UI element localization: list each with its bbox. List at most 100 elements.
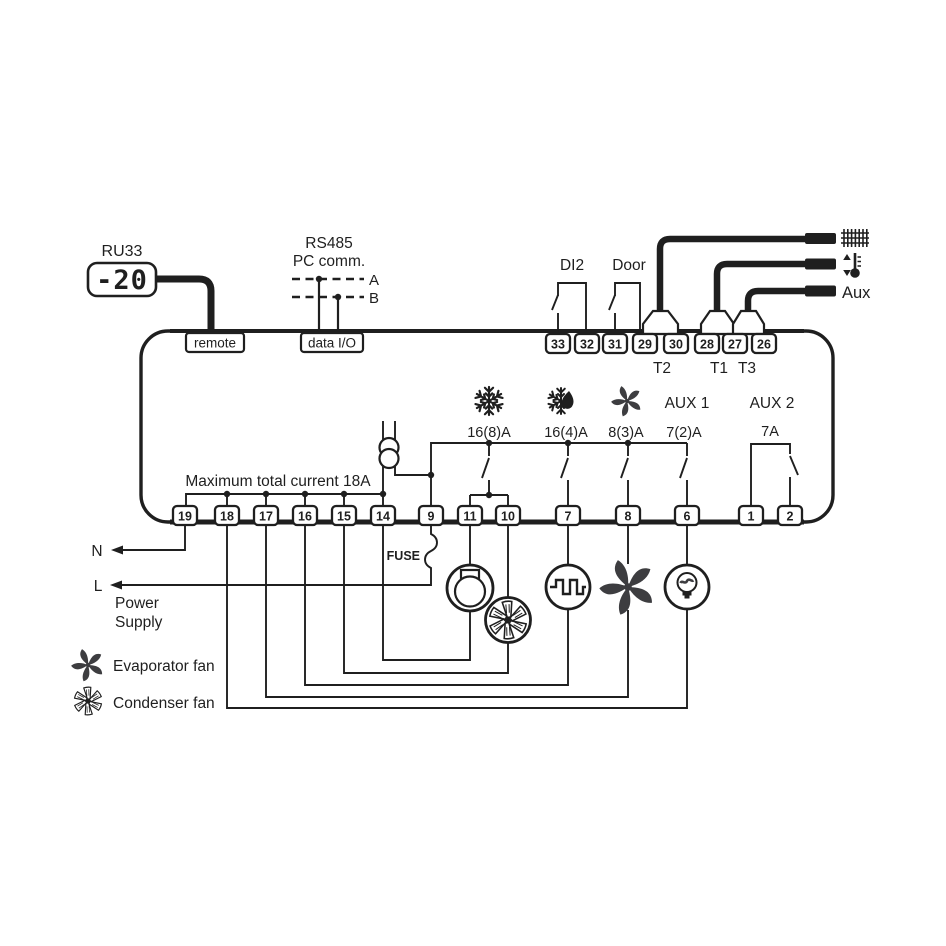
terminal-32-label: 32 — [580, 338, 594, 352]
terminal-31: 31 — [601, 332, 629, 355]
evaporator-fan-label: Evaporator fan — [113, 658, 215, 675]
aux2-rating: 7A — [761, 424, 779, 440]
max-current-note: Maximum total current 18A — [185, 473, 371, 490]
terminal-14: 14 — [369, 504, 397, 527]
terminal-8-label: 8 — [625, 510, 632, 524]
labels: RS485 PC comm. A B DI2 Door T2 T1 T3 16(… — [91, 235, 794, 712]
condenser-fan-load-icon — [484, 596, 532, 644]
door-label: Door — [612, 257, 646, 274]
di2-switch — [551, 282, 587, 334]
terminal-16-label: 16 — [298, 510, 312, 524]
relay-aux1 — [679, 443, 688, 506]
cable-end-t1 — [805, 258, 836, 270]
data-io-port: data I/O — [299, 331, 365, 354]
aux2-label: AUX 2 — [750, 395, 795, 412]
rs485-a-label: A — [369, 272, 379, 289]
power-label-2: Supply — [115, 614, 163, 631]
supply-bus — [185, 493, 383, 506]
t3-label: T3 — [738, 360, 756, 377]
fuse-label: FUSE — [387, 549, 420, 563]
junction-dots — [223, 275, 632, 499]
terminal-33: 33 — [544, 332, 572, 355]
load-wires — [226, 525, 688, 709]
terminal-15-label: 15 — [337, 510, 351, 524]
arrow-n — [111, 545, 123, 555]
probe-connectors — [641, 309, 766, 336]
terminal-30-label: 30 — [669, 338, 683, 352]
coil-icon — [841, 229, 869, 247]
remote-display-model: RU33 — [102, 243, 143, 260]
rs485-subtitle: PC comm. — [293, 253, 365, 270]
terminal-29-label: 29 — [638, 338, 652, 352]
terminal-11-label: 11 — [463, 510, 476, 524]
terminal-10-label: 10 — [501, 510, 515, 524]
terminal-26-label: 26 — [757, 338, 771, 352]
terminal-7: 7 — [554, 504, 582, 527]
remote-display-value: -20 — [96, 265, 148, 296]
t2-label: T2 — [653, 360, 671, 377]
condenser-fan-label: Condenser fan — [113, 695, 215, 712]
aux1-label: AUX 1 — [665, 395, 710, 412]
lamp-icon — [663, 563, 711, 611]
terminal-18: 18 — [213, 504, 241, 527]
probe-plug-t3 — [731, 309, 766, 336]
probe-plug-t1 — [699, 309, 736, 336]
neutral-label: N — [91, 543, 102, 560]
terminal-17-label: 17 — [259, 510, 273, 524]
terminal-2-label: 2 — [787, 510, 794, 524]
rs485-b-label: B — [369, 290, 379, 307]
aux-probe-label: Aux — [842, 284, 871, 302]
terminal-17: 17 — [252, 504, 280, 527]
relay-bus — [430, 442, 687, 506]
compressor-icon — [445, 563, 495, 613]
terminal-16: 16 — [291, 504, 319, 527]
terminal-14-label: 14 — [376, 510, 390, 524]
terminal-27: 27 — [721, 332, 749, 355]
terminal-10: 10 — [494, 504, 522, 527]
terminal-15: 15 — [330, 504, 358, 527]
terminal-9: 9 — [417, 504, 445, 527]
fan-rating: 8(3)A — [608, 425, 644, 441]
terminal-7-label: 7 — [565, 510, 572, 524]
terminal-28: 28 — [693, 332, 721, 355]
rs485-title: RS485 — [305, 235, 352, 252]
door-switch — [608, 282, 641, 334]
probe-plug-t2 — [641, 309, 680, 336]
t1-label: T1 — [710, 360, 728, 377]
terminal-6: 6 — [673, 504, 701, 527]
aux1-rating: 7(2)A — [666, 425, 702, 441]
transformer-icon — [378, 436, 400, 470]
cable-end-t3 — [805, 285, 836, 297]
terminal-19-label: 19 — [178, 510, 192, 524]
remote-port-label: remote — [194, 336, 236, 351]
terminal-18-label: 18 — [220, 510, 234, 524]
rs485-drops — [317, 279, 340, 333]
terminal-27-label: 27 — [728, 338, 742, 352]
remote-cable — [156, 275, 215, 333]
line-label: L — [94, 578, 103, 595]
thermometer-icon — [843, 253, 861, 278]
compressor-rating: 16(8)A — [467, 425, 511, 441]
terminal-32: 32 — [573, 332, 601, 355]
defrost-icon — [546, 387, 574, 415]
terminal-31-label: 31 — [608, 338, 622, 352]
terminal-19: 19 — [171, 504, 199, 527]
condenser-fan-icon — [73, 684, 104, 717]
terminal-1-label: 1 — [748, 510, 755, 524]
cable-end-t2 — [805, 233, 836, 244]
defrost-rating: 16(4)A — [544, 425, 588, 441]
terminal-33-label: 33 — [551, 338, 565, 352]
arrow-l — [110, 580, 122, 590]
top-terminal-row: 33 32 31 29 30 28 27 26 — [544, 332, 778, 355]
terminal-26: 26 — [750, 332, 778, 355]
fuse-and-line-wire — [121, 525, 438, 586]
defrost-heater-icon — [544, 563, 592, 611]
terminal-8: 8 — [614, 504, 642, 527]
probe-cables — [656, 233, 836, 314]
data-io-port-label: data I/O — [308, 336, 356, 351]
terminal-1: 1 — [737, 504, 765, 527]
bottom-terminal-row: 19 18 17 16 15 14 9 11 10 7 8 6 1 2 — [171, 504, 804, 527]
relay-aux2 — [750, 443, 799, 506]
